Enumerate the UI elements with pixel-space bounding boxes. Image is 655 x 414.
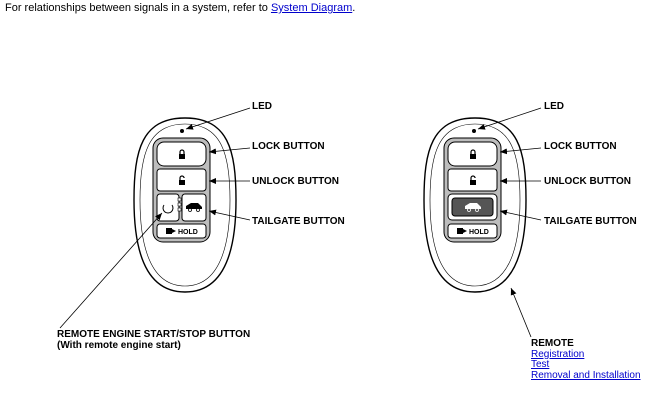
right-lock-button[interactable] xyxy=(447,141,498,167)
hold-icon xyxy=(166,228,172,234)
left-unlock-label: UNLOCK BUTTON xyxy=(252,176,339,187)
right-hold-strip: HOLD xyxy=(447,223,498,239)
right-tailgate-label: TAILGATE BUTTON xyxy=(544,216,637,227)
left-lock-label: LOCK BUTTON xyxy=(252,141,325,152)
hold-icon xyxy=(457,228,463,234)
left-tailgate-label: TAILGATE BUTTON xyxy=(252,216,345,227)
left-engine-start-button[interactable] xyxy=(156,193,182,222)
reference-suffix: . xyxy=(352,2,356,14)
removal-installation-link[interactable]: Removal and Installation xyxy=(531,369,641,381)
right-led-label: LED xyxy=(544,101,564,112)
registration-link[interactable]: Registration xyxy=(531,348,585,360)
left-tailgate-button[interactable] xyxy=(181,193,207,222)
right-led xyxy=(472,129,476,133)
right-lock-label: LOCK BUTTON xyxy=(544,141,617,152)
remote-title: REMOTE xyxy=(531,338,574,349)
left-led-label: LED xyxy=(252,101,272,112)
right-unlock-button[interactable] xyxy=(447,168,498,192)
left-led xyxy=(180,129,184,133)
power-icon xyxy=(162,204,174,214)
system-diagram-link[interactable]: System Diagram xyxy=(270,2,353,14)
left-lock-button[interactable] xyxy=(156,141,207,167)
left-remote: HOLD LED LOCK BUTTON UNLOCK BUTTON TAILG… xyxy=(57,101,345,351)
left-unlock-button[interactable] xyxy=(156,168,207,192)
right-unlock-label: UNLOCK BUTTON xyxy=(544,176,631,187)
left-hold-label: HOLD xyxy=(178,229,198,236)
right-hold-label: HOLD xyxy=(469,229,489,236)
left-hold-strip: HOLD xyxy=(156,223,207,239)
left-remote-inner-edge xyxy=(139,123,231,287)
reference-prefix: For relationships between signals in a s… xyxy=(5,2,271,14)
engine-start-note: (With remote engine start) xyxy=(57,340,181,351)
engine-start-label: REMOTE ENGINE START/STOP BUTTON xyxy=(57,329,250,340)
test-link[interactable]: Test xyxy=(531,359,550,370)
system-diagram-reference: For relationships between signals in a s… xyxy=(5,2,355,14)
right-remote: HOLD LED LOCK BUTTON UNLOCK BUTTON TAILG… xyxy=(423,101,637,338)
right-remote-inner-edge xyxy=(429,123,521,287)
right-tailgate-button[interactable] xyxy=(447,193,498,221)
remote-links-block: REMOTE Registration Test Removal and Ins… xyxy=(531,338,641,381)
